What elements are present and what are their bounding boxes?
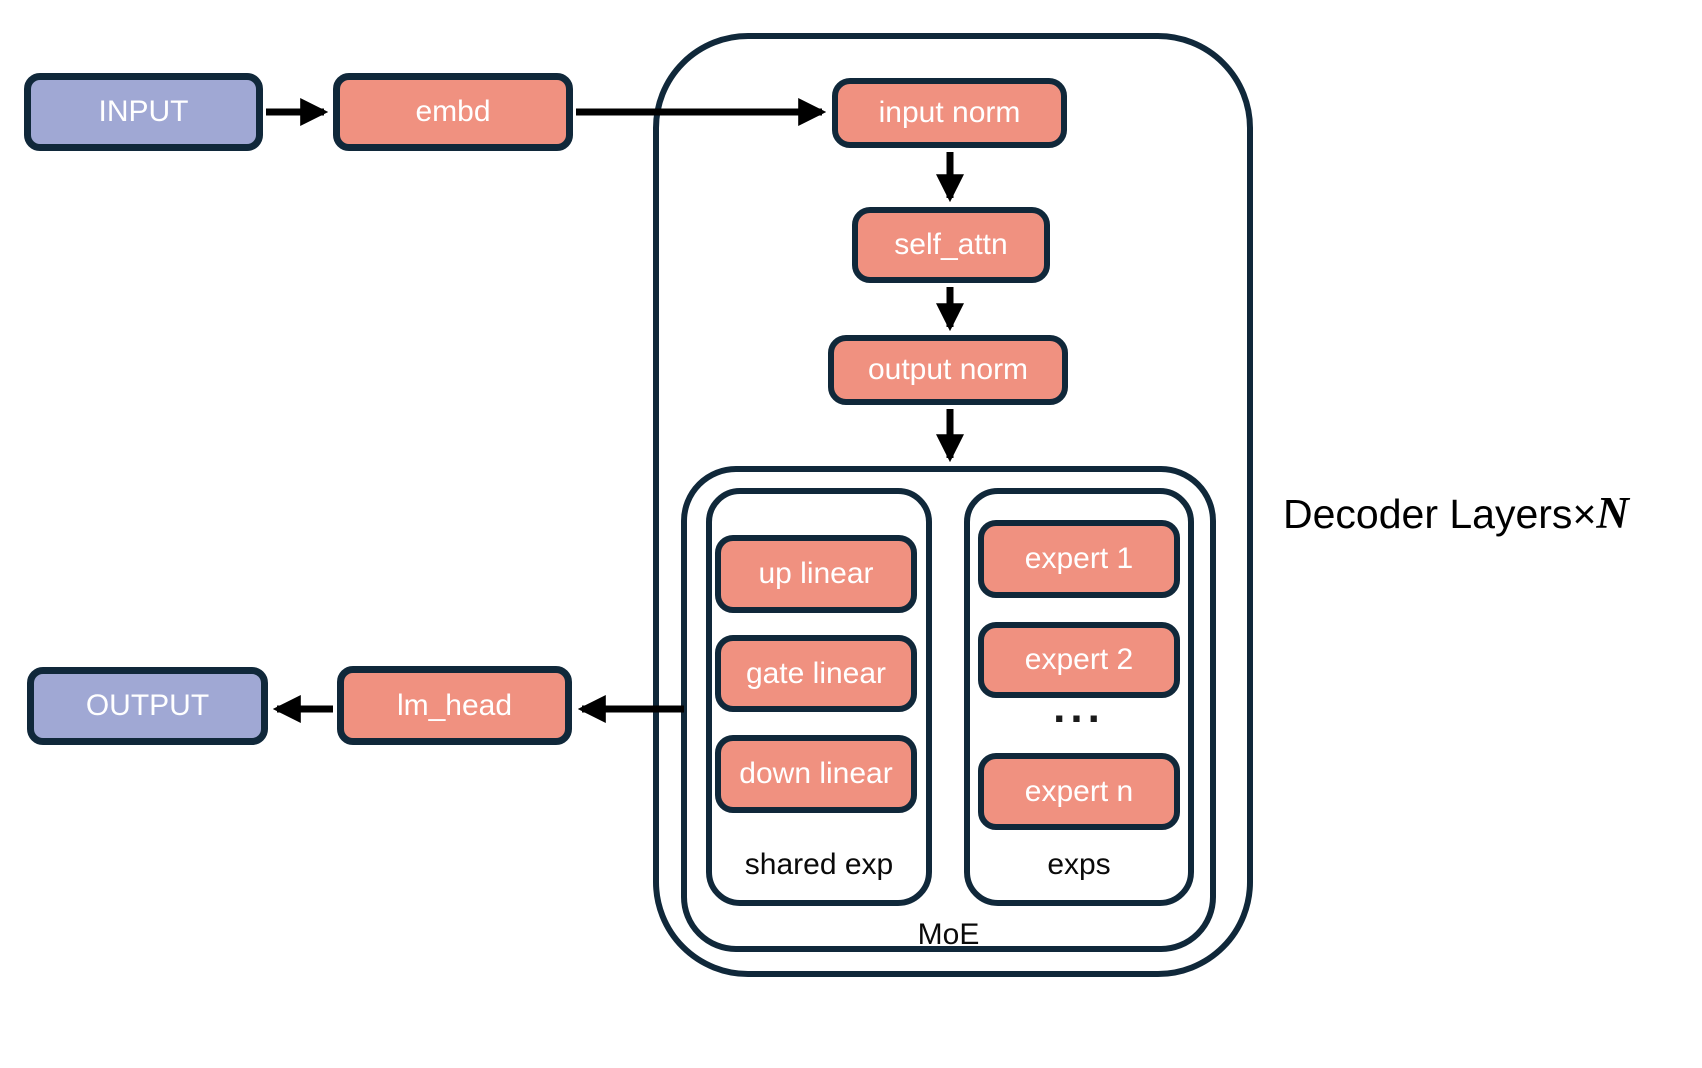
node-up-linear: up linear xyxy=(715,535,917,613)
node-output: OUTPUT xyxy=(27,667,268,745)
experts-ellipsis: ... xyxy=(1053,683,1105,732)
node-gate-linear: gate linear xyxy=(715,635,917,712)
node-input-norm: input norm xyxy=(832,78,1067,148)
node-down-linear: down linear xyxy=(715,735,917,813)
node-expert-2: expert 2 xyxy=(978,622,1180,698)
node-output-norm: output norm xyxy=(828,335,1068,405)
shared-expert-container xyxy=(706,488,932,906)
decoder-layers-container xyxy=(653,33,1253,977)
exps-label: exps xyxy=(1047,848,1111,881)
node-self-attn: self_attn xyxy=(852,207,1050,283)
repeat-count-variable: N xyxy=(1596,488,1629,538)
experts-container xyxy=(964,488,1194,906)
node-lm-head: lm_head xyxy=(337,666,572,745)
shared-exp-label: shared exp xyxy=(744,848,894,881)
times-symbol: × xyxy=(1572,491,1597,537)
node-input: INPUT xyxy=(24,73,263,151)
node-expert-n: expert n xyxy=(978,753,1180,830)
moe-container xyxy=(681,466,1216,952)
decoder-layers-annotation: Decoder Layers×N xyxy=(1283,487,1629,539)
node-expert-1: expert 1 xyxy=(978,520,1180,598)
decoder-layers-text: Decoder Layers xyxy=(1283,491,1573,537)
moe-label: MoE xyxy=(917,918,980,951)
node-embd: embd xyxy=(333,73,573,151)
